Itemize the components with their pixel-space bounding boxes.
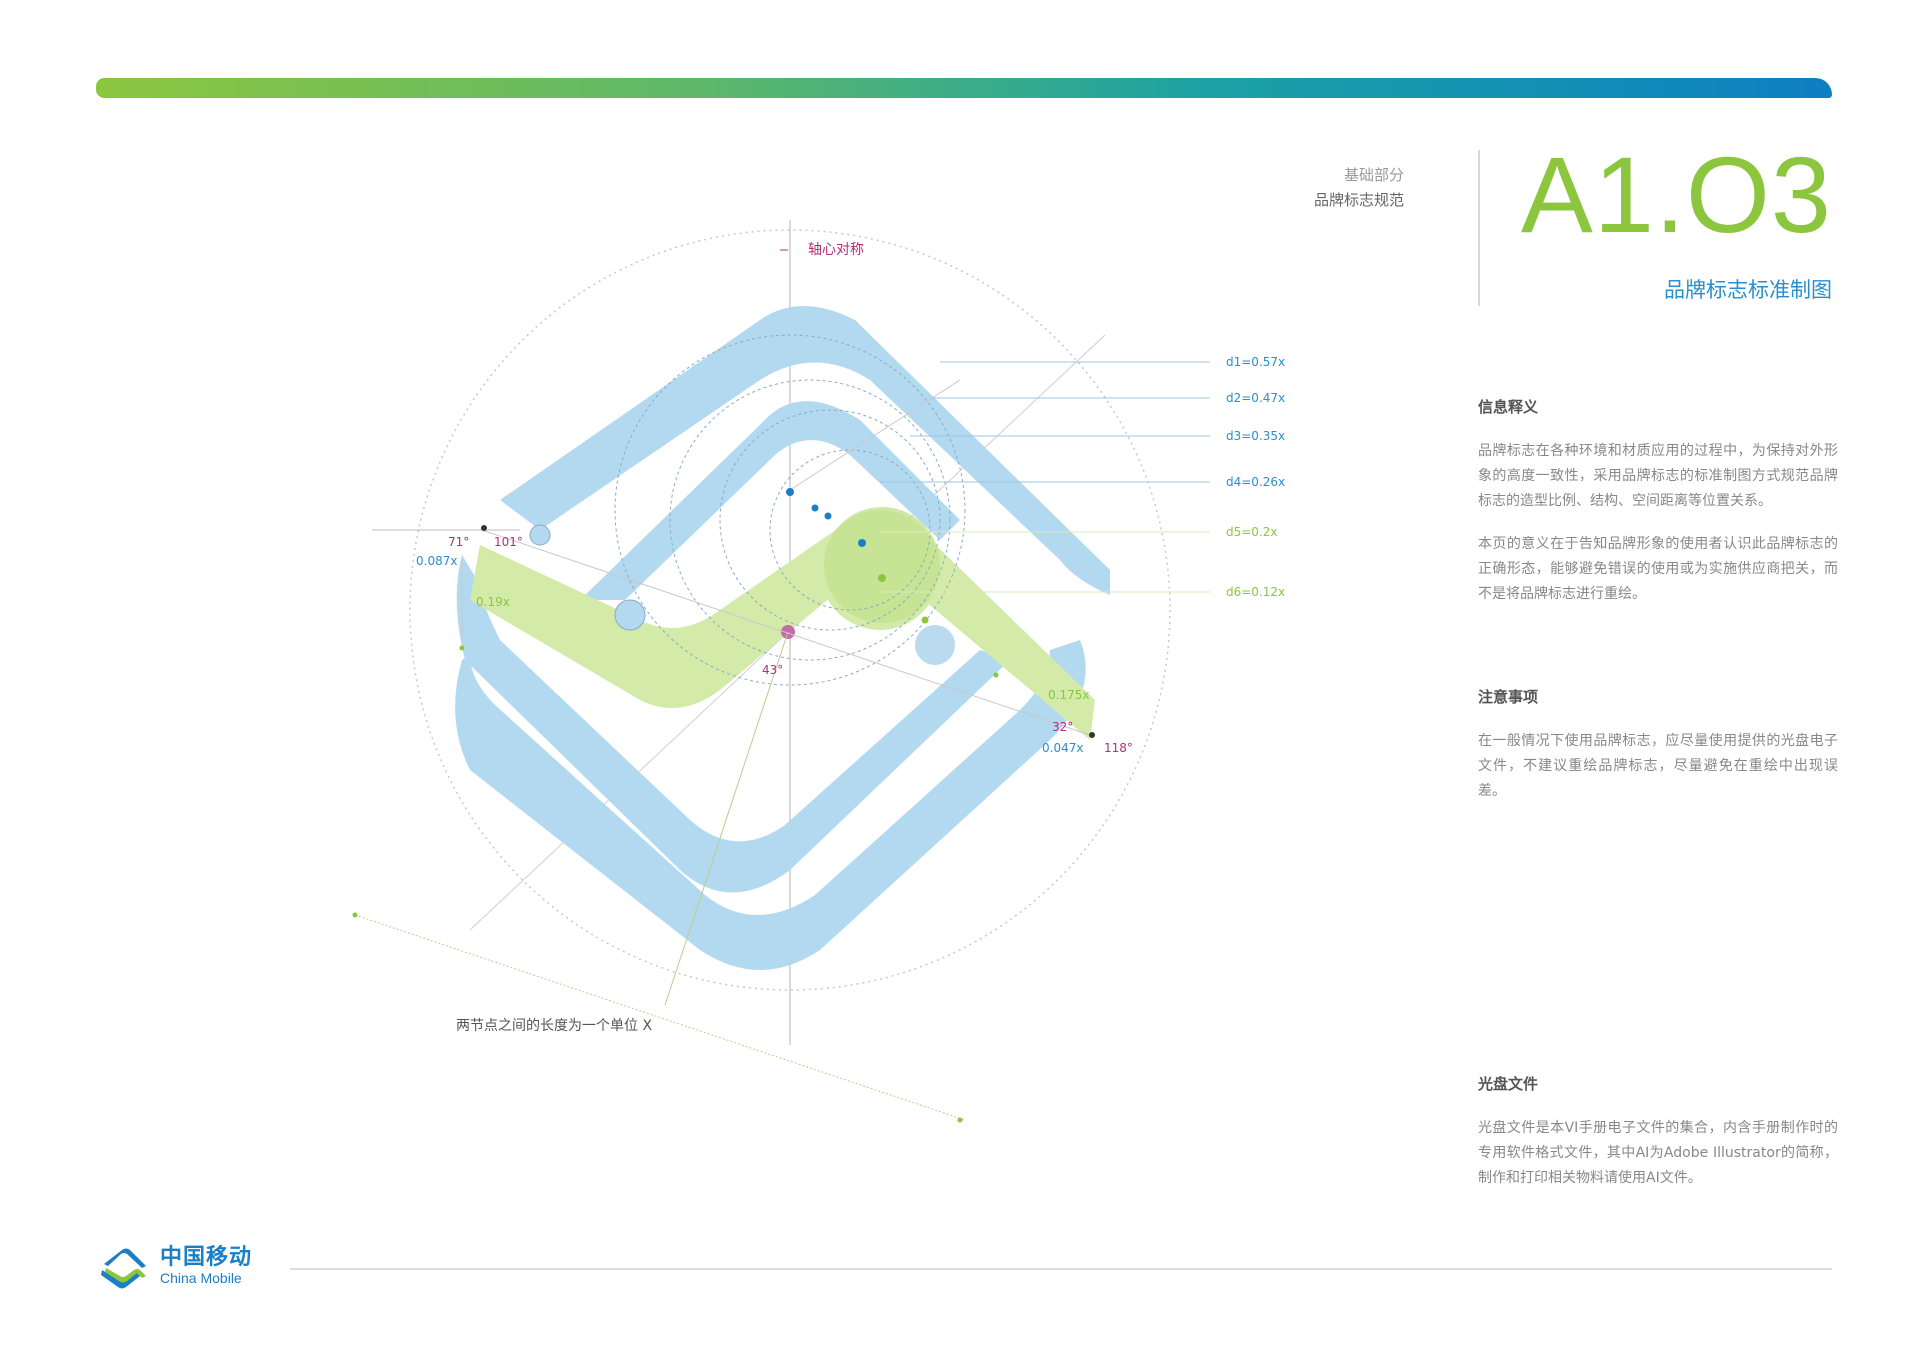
- angle-label-43: 43°: [762, 663, 783, 677]
- disc-title: 光盘文件: [1478, 1075, 1539, 1093]
- brand-name-en: China Mobile: [160, 1270, 242, 1286]
- small-node-circle: [915, 625, 955, 665]
- measure-lines: [789, 361, 1210, 593]
- ratio-label-0175: 0.175x: [1048, 688, 1089, 702]
- footer-brand-logo: 中国移动 China Mobile: [96, 1240, 252, 1296]
- ratio-label-0087: 0.087x: [416, 554, 457, 568]
- header-divider: [1478, 150, 1480, 306]
- unit-baseline-line: [354, 914, 966, 1121]
- angle-label-71: 71°: [448, 535, 469, 549]
- brand-name-cn: 中国移动: [160, 1245, 253, 1270]
- measure-label-d5: d5=0.2x: [1226, 525, 1278, 539]
- unit-diagonal-line: [481, 529, 1091, 736]
- measure-label-d6: d6=0.12x: [1226, 585, 1285, 599]
- small-node-circle: [614, 599, 646, 631]
- footer-divider: [290, 1268, 1832, 1270]
- ratio-label-0047: 0.047x: [1042, 741, 1083, 755]
- notes-paragraph: 在一般情况下使用品牌标志，应尽量使用提供的光盘电子文件，不建议重绘品牌标志，尽量…: [1478, 733, 1838, 799]
- node-dot: [352, 912, 358, 918]
- unit-note: 两节点之间的长度为一个单位 X: [456, 1018, 652, 1034]
- node-dot: [957, 1117, 963, 1123]
- page-code: A1.O3: [1520, 134, 1832, 255]
- node-dot: [481, 525, 487, 531]
- measure-label-d3: d3=0.35x: [1226, 429, 1285, 443]
- angle-label-101: 101°: [494, 535, 523, 549]
- small-node-circle: [529, 524, 551, 546]
- logo-blue-bands: [455, 306, 1110, 970]
- meaning-title: 信息释义: [1478, 398, 1539, 416]
- angle-label-32: 32°: [1052, 720, 1073, 734]
- info-block-disc: 光盘文件 光盘文件是本VI手册电子文件的集合，内含手册制作时的专用软件格式文件，…: [1478, 1073, 1838, 1209]
- disc-paragraph: 光盘文件是本VI手册电子文件的集合，内含手册制作时的专用软件格式文件，其中AI为…: [1478, 1120, 1838, 1186]
- measure-label-d4: d4=0.26x: [1226, 475, 1285, 489]
- construction-circle: [719, 409, 941, 631]
- meaning-paragraph-2: 本页的意义在于告知品牌形象的使用者认识此品牌标志的正确形态，能够避免错误的使用或…: [1478, 536, 1838, 602]
- construction-circle: [669, 379, 951, 661]
- section-name: 品牌标志规范: [1313, 191, 1404, 209]
- unit-diagonal-line: [664, 631, 789, 1006]
- notes-title: 注意事项: [1478, 688, 1539, 706]
- construction-circle: [769, 449, 931, 611]
- measure-labels: d1=0.57x d2=0.47x d3=0.35x d4=0.26x d5=0…: [1226, 355, 1285, 599]
- node-dot: [993, 672, 999, 678]
- info-block-meaning: 信息释义 品牌标志在各种环境和材质应用的过程中，为保持对外形象的高度一致性，采用…: [1478, 396, 1838, 625]
- section-label: 基础部分: [1343, 166, 1404, 184]
- ratio-label-019: 0.19x: [476, 595, 510, 609]
- construction-circle: [614, 334, 966, 686]
- page-subtitle: 品牌标志标准制图: [1664, 278, 1832, 302]
- section-breadcrumb: 基础部分 品牌标志规范: [1314, 163, 1404, 213]
- logo-green-node: [824, 507, 940, 623]
- angle-label-118: 118°: [1104, 741, 1133, 755]
- node-dot: [459, 645, 465, 651]
- measure-label-d2: d2=0.47x: [1226, 391, 1285, 405]
- top-gradient-bar: [96, 78, 1832, 98]
- info-block-notes: 注意事项 在一般情况下使用品牌标志，应尽量使用提供的光盘电子文件，不建议重绘品牌…: [1478, 686, 1838, 822]
- node-dot: [1089, 732, 1095, 738]
- axis-symmetry-label: 轴心对称: [808, 242, 864, 258]
- meaning-paragraph-1: 品牌标志在各种环境和材质应用的过程中，为保持对外形象的高度一致性，采用品牌标志的…: [1478, 443, 1838, 509]
- measure-label-d1: d1=0.57x: [1226, 355, 1285, 369]
- china-mobile-logo-icon: [101, 1248, 146, 1289]
